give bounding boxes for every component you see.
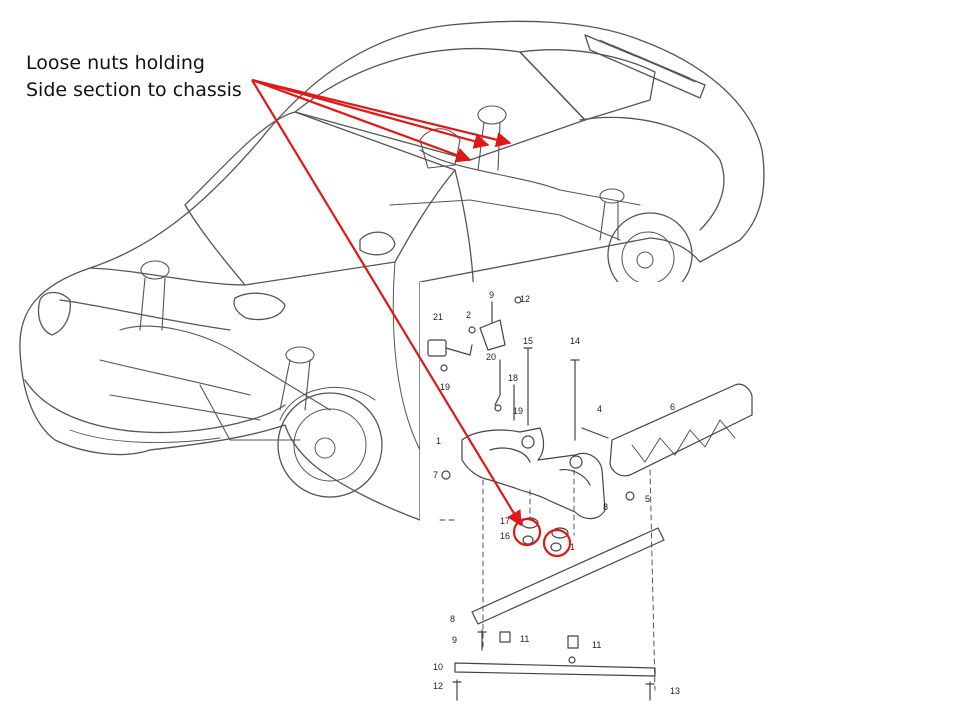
callout-4: 4 <box>597 404 602 414</box>
arrow-to-exploded-nut <box>251 79 522 527</box>
front-suspension <box>99 260 331 441</box>
bushing-11-left <box>499 631 511 643</box>
callout-7: 7 <box>433 470 438 480</box>
callout-1: 1 <box>436 436 441 446</box>
link-20 <box>445 344 473 356</box>
front-wheel <box>277 392 383 498</box>
bushing-17 <box>521 517 539 529</box>
callout-12-top: 12 <box>520 294 530 304</box>
bushing-right <box>551 527 569 539</box>
rear-suspension <box>389 105 641 241</box>
arrow-to-left-mount <box>251 78 472 163</box>
annotation-label: Loose nuts holding Side section to chass… <box>26 50 242 104</box>
annotation-line-2: Side section to chassis <box>26 79 242 101</box>
windshield <box>184 111 456 286</box>
callout-20: 20 <box>486 352 496 362</box>
callout-10: 10 <box>433 662 443 672</box>
cross-member <box>609 383 753 477</box>
left-headlight <box>37 291 71 336</box>
callout-15: 15 <box>523 336 533 346</box>
lower-bar <box>454 662 656 677</box>
callout-18: 18 <box>508 373 518 383</box>
arrow-to-right-mount <box>251 78 512 148</box>
rear-deck <box>579 116 725 231</box>
exploded-view <box>427 296 753 701</box>
bracket-9 <box>479 319 506 351</box>
callout-6: 6 <box>670 402 675 412</box>
bolt-12-lower <box>452 679 462 701</box>
right-headlight <box>233 292 286 321</box>
callout-8-strut: 8 <box>450 614 455 624</box>
arrow-to-center-mount <box>251 78 490 149</box>
car-illustration <box>19 20 765 521</box>
bolt-14 <box>570 359 580 441</box>
highlight-circle-nut-right <box>542 528 572 558</box>
callout-11-right: 11 <box>592 640 601 650</box>
front-bumper <box>24 379 286 434</box>
highlight-circle-nut-left <box>512 517 542 547</box>
hood <box>59 267 246 331</box>
bushing-11-right <box>567 635 579 649</box>
callout-1-right: 1 <box>570 542 575 552</box>
annotation-line-1: Loose nuts holding <box>26 52 205 74</box>
nut-right <box>550 542 562 552</box>
callout-5: 5 <box>645 494 650 504</box>
callout-9-top: 9 <box>489 290 494 300</box>
callout-13: 13 <box>670 686 680 696</box>
callout-17: 17 <box>500 516 510 526</box>
callout-19-left: 19 <box>440 382 450 392</box>
bolt-9-lower <box>477 629 487 651</box>
side-mirror <box>359 231 396 256</box>
callout-16: 16 <box>500 531 510 541</box>
rear-window <box>519 49 656 121</box>
callout-21: 21 <box>433 312 443 322</box>
side-section-part <box>461 427 606 520</box>
bolt-15 <box>523 347 533 426</box>
bolt-13 <box>645 681 655 701</box>
callout-11-left: 11 <box>520 634 529 644</box>
alignment-lines <box>439 469 656 691</box>
callout-8-side: 8 <box>603 502 608 512</box>
callout-14: 14 <box>570 336 580 346</box>
bolt-4 <box>581 427 609 439</box>
callout-12-lower: 12 <box>433 681 443 691</box>
rear-spoiler <box>584 34 706 99</box>
callout-2: 2 <box>466 310 471 320</box>
callout-19-right: 19 <box>513 406 523 416</box>
part-callouts: 1 2 4 5 6 7 8 8 9 9 10 11 11 12 12 13 14… <box>433 290 680 696</box>
callout-9-lower: 9 <box>452 635 457 645</box>
exploded-view-panel <box>420 282 700 720</box>
car-body-outline <box>19 20 765 521</box>
annotation-overlay <box>251 78 572 558</box>
long-strut <box>471 527 665 625</box>
